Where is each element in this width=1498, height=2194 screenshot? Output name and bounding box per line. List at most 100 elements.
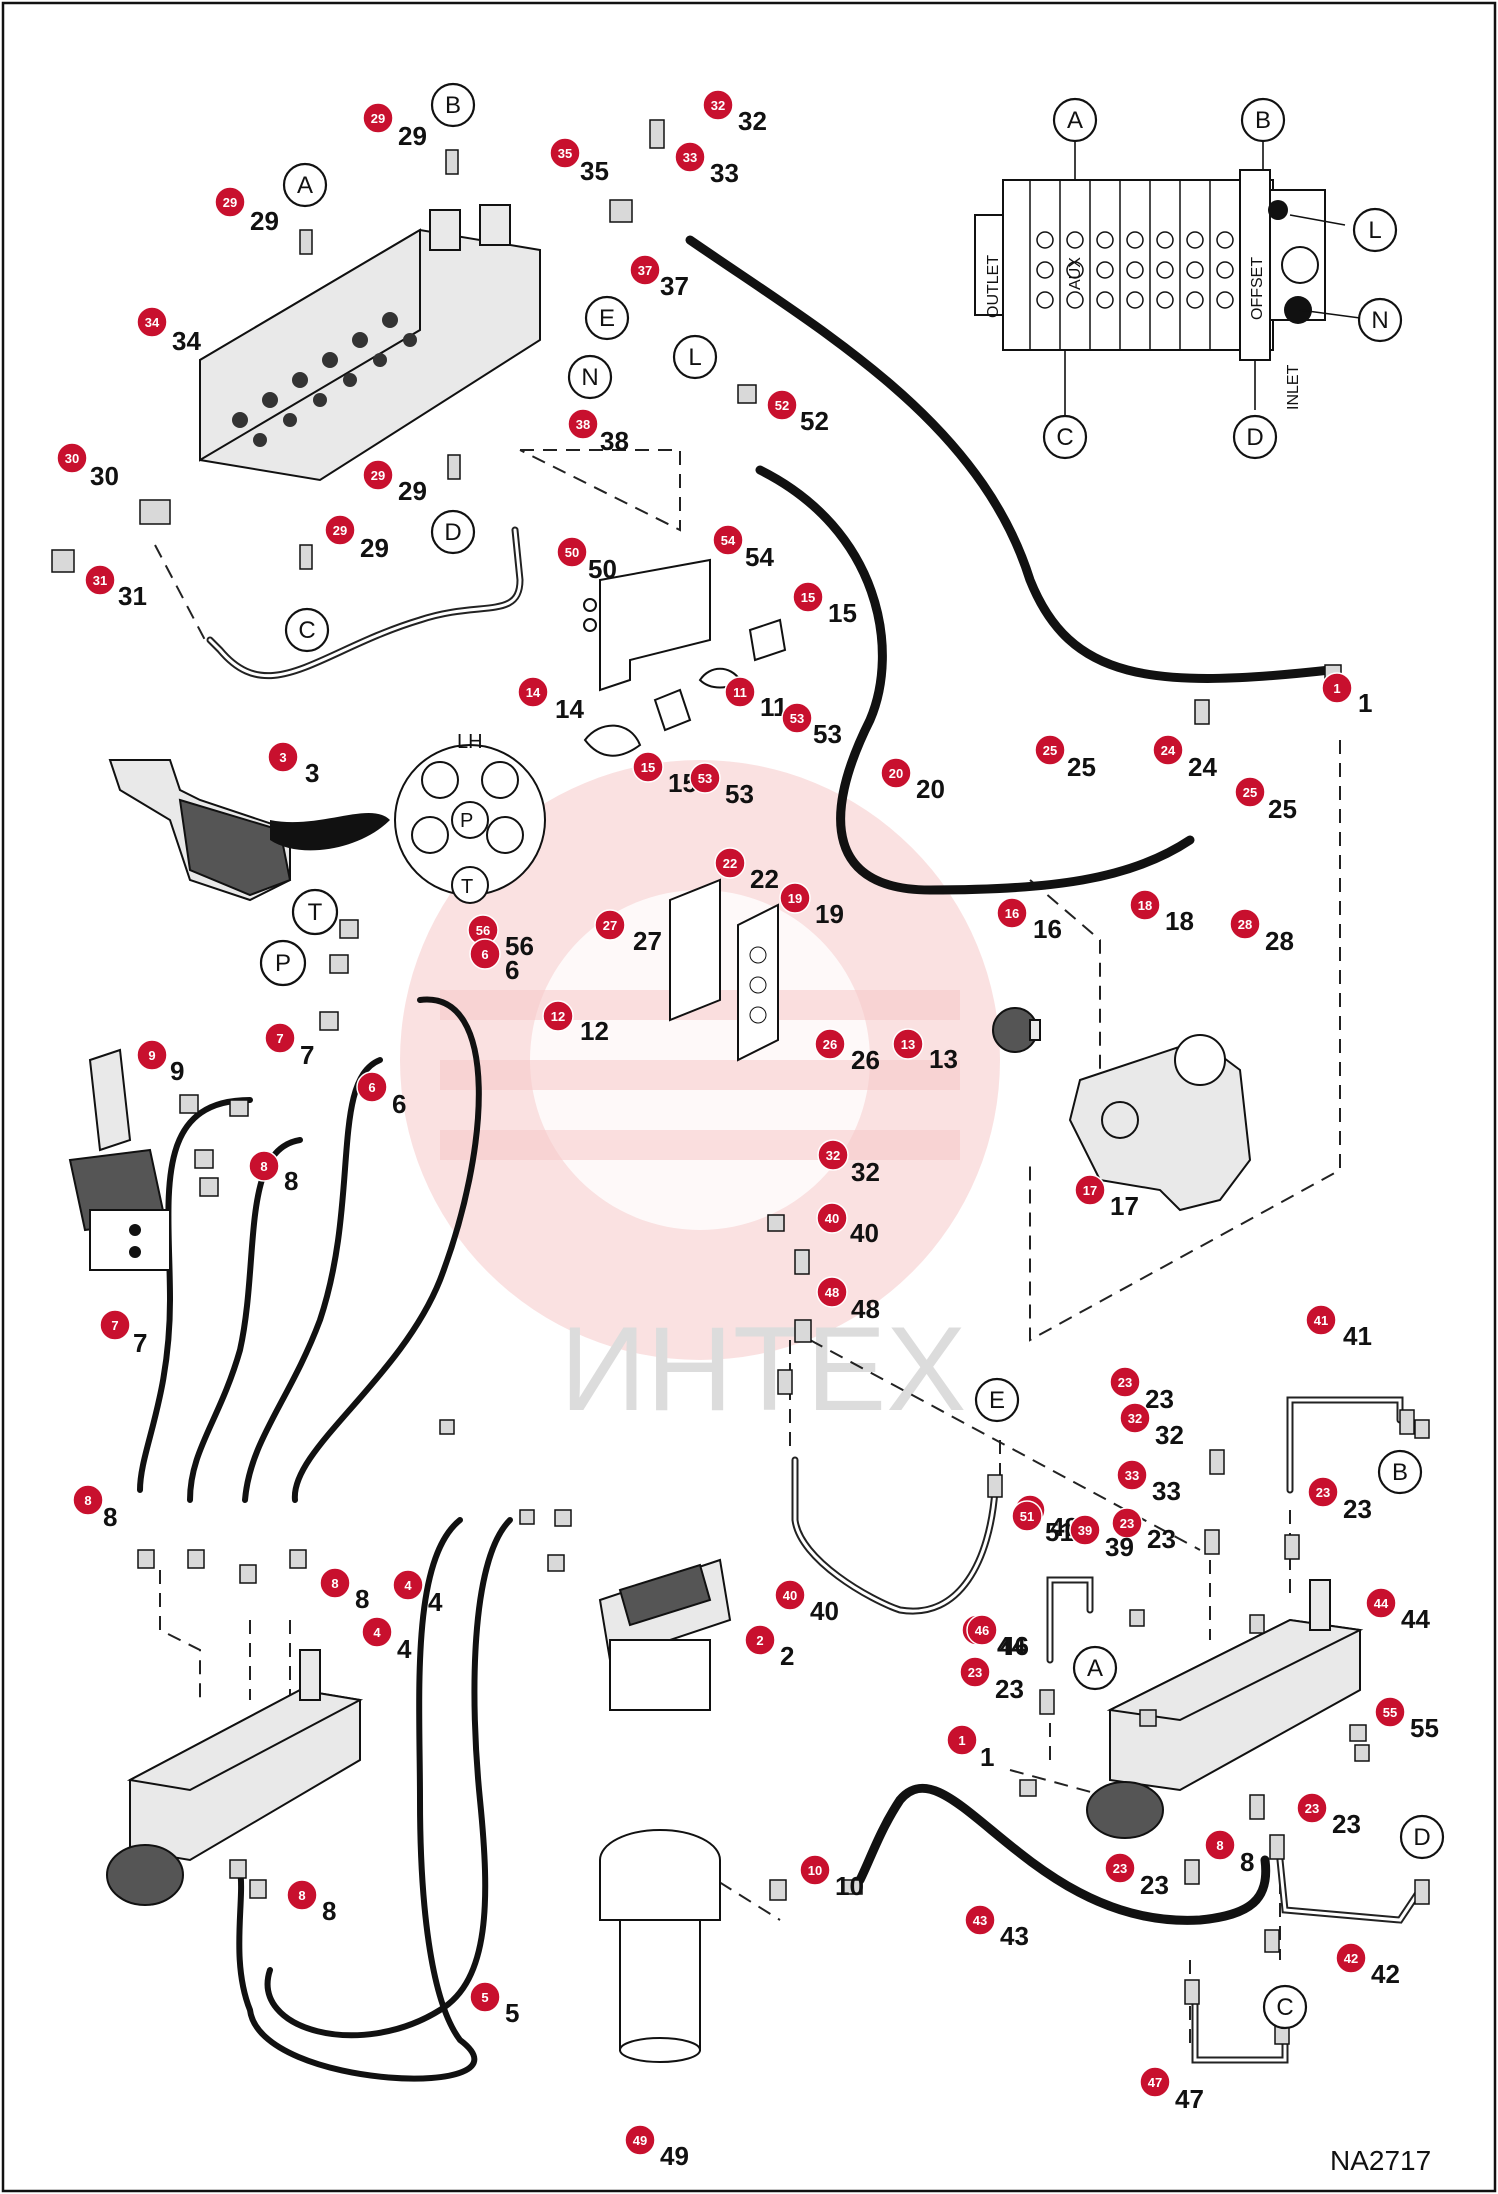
callout-part-number: 14 [555, 694, 584, 724]
callout-bubble-number: 23 [1120, 1516, 1134, 1531]
callout-bubble [136, 306, 168, 338]
callout-bubble-number: 4 [404, 1578, 412, 1593]
callout-5: 55 [469, 1981, 519, 2028]
callout-1: 11 [1321, 672, 1372, 718]
callout-bubble-number: 8 [331, 1576, 338, 1591]
callout-bubble [517, 676, 549, 708]
callout-part-number: 33 [1152, 1476, 1181, 1506]
callout-bubble-number: 53 [790, 711, 804, 726]
callout-bubble [712, 524, 744, 556]
callout-bubble [1229, 908, 1261, 940]
callout-3: 33 [267, 741, 319, 788]
callout-part-number: 8 [284, 1166, 298, 1196]
callout-bubble-number: 6 [368, 1080, 375, 1095]
conn-c-schematic: C [1042, 414, 1088, 460]
callout-bubble-number: 9 [148, 1048, 155, 1063]
conn-b-schematic: B [1240, 97, 1286, 143]
callout-bubble [816, 1202, 848, 1234]
callout-part-number: 44 [1401, 1604, 1430, 1634]
conn-d-bottom: D [1399, 1814, 1445, 1860]
callout-part-number: 48 [851, 1294, 880, 1324]
callout-part-number: 54 [745, 542, 774, 572]
callout-4: 44 [361, 1616, 412, 1664]
svg-text:L: L [688, 344, 701, 371]
callout-part-number: 47 [1175, 2084, 1204, 2114]
callout-bubble [1034, 734, 1066, 766]
callout-bubble [1374, 1696, 1406, 1728]
callout-bubble [702, 89, 734, 121]
watermark-logo: ИНТЕХ [400, 760, 1000, 1436]
svg-text:N: N [581, 364, 598, 391]
callout-part-number: 2 [780, 1641, 794, 1671]
callout-bubble [469, 1981, 501, 2013]
callout-part-number: 8 [322, 1896, 336, 1926]
callout-part-number: 30 [90, 461, 119, 491]
callout-bubble-number: 23 [1118, 1375, 1132, 1390]
callout-6: 66 [469, 938, 519, 985]
conn-t-joystick: T [291, 888, 339, 936]
callout-bubble-number: 27 [603, 918, 617, 933]
callout-bubble-number: 51 [1020, 1509, 1034, 1524]
callout-part-number: 23 [1147, 1524, 1176, 1554]
hose-6a [242, 1057, 383, 1503]
callout-bubble-number: 13 [901, 1037, 915, 1052]
callout-1: 11 [946, 1724, 994, 1772]
callout-bubble [362, 102, 394, 134]
callout-bubble-number: 20 [889, 766, 903, 781]
callout-bubble [1365, 1587, 1397, 1619]
callout-part-number: 23 [1343, 1494, 1372, 1524]
label-aux: AUX [1067, 257, 1084, 290]
callout-part-number: 32 [851, 1157, 880, 1187]
svg-text:B: B [445, 92, 461, 119]
callout-bubble [1116, 1459, 1148, 1491]
callout-part-number: 53 [725, 779, 754, 809]
callout-part-number: 25 [1268, 794, 1297, 824]
callout-bubble-number: 39 [1078, 1523, 1092, 1538]
callout-8: 88 [319, 1567, 369, 1614]
callout-bubble-number: 53 [698, 771, 712, 786]
conn-p-joystick: P [259, 939, 307, 987]
callout-part-number: 5 [505, 1998, 519, 2028]
callout-bubble-number: 4 [373, 1625, 381, 1640]
hoses [137, 235, 1335, 2082]
callout-bubble-number: 56 [476, 923, 490, 938]
callout-bubble-number: 55 [1383, 1705, 1397, 1720]
callout-bubble [1011, 1500, 1043, 1532]
callout-bubble [1321, 672, 1353, 704]
callout-bubble-number: 25 [1243, 785, 1257, 800]
callout-part-number: 29 [398, 476, 427, 506]
callout-bubble-number: 3 [279, 750, 286, 765]
callout-part-number: 17 [1110, 1191, 1139, 1221]
callout-part-number: 8 [355, 1584, 369, 1614]
conn-a-top: A [282, 162, 328, 208]
callout-bubble [946, 1724, 978, 1756]
callout-bubble-number: 35 [558, 146, 572, 161]
callout-bubble [880, 757, 912, 789]
svg-text:C: C [298, 617, 315, 644]
callout-bubble-number: 23 [1113, 1861, 1127, 1876]
callout-bubble [356, 1071, 388, 1103]
hose-6b [291, 996, 482, 1503]
